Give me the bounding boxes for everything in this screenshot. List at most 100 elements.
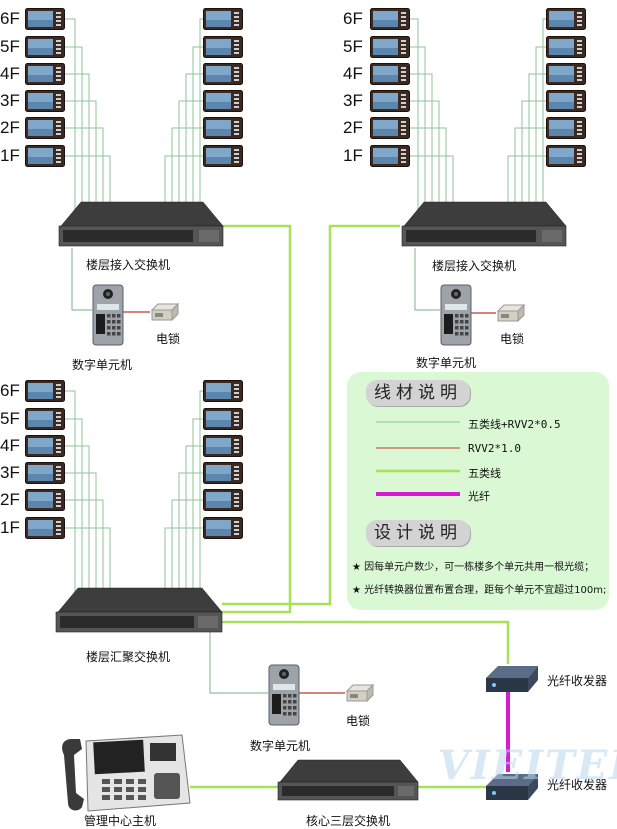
cat5-rvv-wire-right-upper-left-2f — [410, 127, 447, 228]
indoor-monitor-left-upper-right-1f — [203, 145, 243, 167]
legend-item-cat5-rvv: 五类线+RVV2*0.5 — [468, 418, 561, 431]
indoor-monitor-left-upper-left-6f — [25, 8, 65, 30]
door-station-2 — [440, 284, 472, 346]
cat5-rvv-wire-left-lower-right-3f — [178, 472, 203, 612]
indoor-monitor-right-upper-left-4f — [370, 63, 410, 85]
floor-label-left-upper-2f: 2F — [0, 118, 20, 137]
floor-label-right-upper-3f: 3F — [343, 91, 363, 110]
cat5-rvv-wire-left-upper-right-5f — [192, 46, 203, 228]
indoor-monitor-left-upper-left-2f — [25, 117, 65, 139]
electric-lock-label-1: 电锁 — [156, 332, 181, 346]
management-host-label: 管理中心主机 — [84, 814, 157, 828]
cat5-rvv-wire-left-lower-right-2f — [171, 499, 203, 612]
floor-label-right-upper-6f: 6F — [343, 9, 363, 28]
electric-lock-label-2: 电锁 — [500, 332, 525, 346]
cat5-rvv-wire-right-upper-right-6f — [542, 18, 546, 228]
door-station-label-3: 数字单元机 — [250, 739, 311, 753]
floor-label-right-upper-1f: 1F — [343, 146, 363, 165]
legend-item-cat5: 五类线 — [468, 467, 501, 480]
cat5-rvv-wire-left-lower-right-5f — [192, 418, 203, 612]
access-switch-right — [401, 201, 567, 247]
door-station-label-2: 数字单元机 — [416, 356, 477, 370]
design-note-1: ★ 因每单元户数少，可一栋楼多个单元共用一根光缆； — [352, 562, 595, 573]
aggregation-switch — [55, 587, 223, 633]
cat5-rvv-wire-left-upper-left-6f — [65, 18, 76, 228]
indoor-monitor-left-upper-left-3f — [25, 90, 65, 112]
indoor-monitor-left-lower-left-4f — [25, 435, 65, 457]
door-station-1 — [92, 284, 124, 346]
core-switch-label: 核心三层交换机 — [306, 814, 391, 828]
floor-label-right-upper-4f: 4F — [343, 64, 363, 83]
indoor-monitor-right-upper-right-6f — [546, 8, 586, 30]
cat5-rvv-wire-left-lower-right-4f — [185, 445, 203, 612]
indoor-monitor-left-upper-left-4f — [25, 63, 65, 85]
indoor-monitor-left-upper-right-6f — [203, 8, 243, 30]
floor-label-right-upper-2f: 2F — [343, 118, 363, 137]
door-station-label-1: 数字单元机 — [72, 358, 133, 372]
indoor-monitor-left-lower-right-6f — [203, 380, 243, 402]
legend-item-rvv: RVV2*1.0 — [468, 442, 521, 455]
floor-label-left-lower-2f: 2F — [0, 490, 20, 509]
watermark-logo: VIEITEL — [438, 742, 617, 789]
floor-label-left-upper-5f: 5F — [0, 37, 20, 56]
cat5-rvv-wire-left-lower-right-1f — [164, 527, 203, 612]
indoor-monitor-left-upper-right-5f — [203, 36, 243, 58]
cat5-rvv-wire-left-upper-left-2f — [65, 127, 104, 228]
management-host — [62, 734, 191, 812]
indoor-monitor-right-upper-left-5f — [370, 36, 410, 58]
indoor-monitor-right-upper-left-3f — [370, 90, 410, 112]
door-station-3 — [268, 664, 300, 726]
floor-label-left-lower-5f: 5F — [0, 409, 20, 428]
indoor-monitor-left-lower-left-2f — [25, 489, 65, 511]
electric-lock-label-3: 电锁 — [346, 714, 371, 728]
cat5-rvv-wire-right-upper-right-4f — [528, 73, 546, 228]
indoor-monitor-left-lower-left-6f — [25, 380, 65, 402]
floor-label-left-lower-4f: 4F — [0, 436, 20, 455]
floor-label-left-upper-4f: 4F — [0, 64, 20, 83]
indoor-monitor-right-upper-right-3f — [546, 90, 586, 112]
access-switch-right-label: 楼层接入交换机 — [432, 259, 517, 273]
design-title: 设计说明 — [366, 520, 470, 546]
electric-lock-2 — [496, 303, 526, 323]
cat5-rvv-wire-right-upper-right-5f — [535, 46, 546, 228]
cat5-rvv-wire-right-upper-right-2f — [514, 127, 546, 228]
cat5-link-right-to-aggregation — [222, 224, 400, 606]
floor-label-left-upper-3f: 3F — [0, 91, 20, 110]
cat5-rvv-wire-left-upper-left-3f — [65, 100, 97, 228]
cat5-rvv-wire-right-upper-left-4f — [410, 73, 433, 228]
cat5-rvv-wire-left-upper-left-5f — [65, 46, 83, 228]
floor-label-left-lower-6f: 6F — [0, 381, 20, 400]
indoor-monitor-left-upper-left-1f — [25, 145, 65, 167]
cat5-rvv-wire-right-upper-left-3f — [410, 100, 440, 228]
indoor-monitor-left-lower-left-3f — [25, 462, 65, 484]
cat5-link-left-to-aggregation — [222, 224, 292, 614]
cat5-rvv-wire-left-upper-right-3f — [178, 100, 203, 228]
cat5-rvv-wire-left-upper-right-2f — [171, 127, 203, 228]
cat5-rvv-wire-left-lower-left-3f — [65, 472, 97, 612]
aggregation-switch-label: 楼层汇聚交换机 — [86, 650, 171, 664]
electric-lock-1 — [150, 302, 180, 322]
indoor-monitor-right-upper-left-6f — [370, 8, 410, 30]
fiber-transceiver-top — [486, 666, 538, 692]
cat5-rvv-wire-left-lower-right-6f — [199, 390, 203, 612]
core-switch — [277, 759, 419, 801]
floor-label-left-lower-1f: 1F — [0, 518, 20, 537]
legend-swatches — [376, 421, 460, 496]
indoor-monitor-left-lower-right-2f — [203, 489, 243, 511]
indoor-monitor-left-upper-right-4f — [203, 63, 243, 85]
floor-label-left-upper-6f: 6F — [0, 9, 20, 28]
floor-label-left-upper-1f: 1F — [0, 146, 20, 165]
cat5-rvv-wire-left-lower-left-5f — [65, 418, 83, 612]
indoor-monitor-left-lower-right-1f — [203, 517, 243, 539]
indoor-monitor-right-upper-right-1f — [546, 145, 586, 167]
cat5-rvv-wire-right-upper-left-6f — [410, 18, 419, 228]
indoor-monitor-right-upper-left-2f — [370, 117, 410, 139]
indoor-monitor-left-upper-right-2f — [203, 117, 243, 139]
cat5-rvv-wire-left-lower-left-2f — [65, 499, 104, 612]
indoor-monitor-left-lower-left-5f — [25, 408, 65, 430]
cat5-rvv-wire-left-upper-left-4f — [65, 73, 90, 228]
electric-lock-3 — [345, 683, 375, 703]
cat5-rvv-wire-right-upper-right-3f — [521, 100, 546, 228]
access-switch-left — [58, 201, 224, 247]
indoor-monitor-right-upper-right-5f — [546, 36, 586, 58]
